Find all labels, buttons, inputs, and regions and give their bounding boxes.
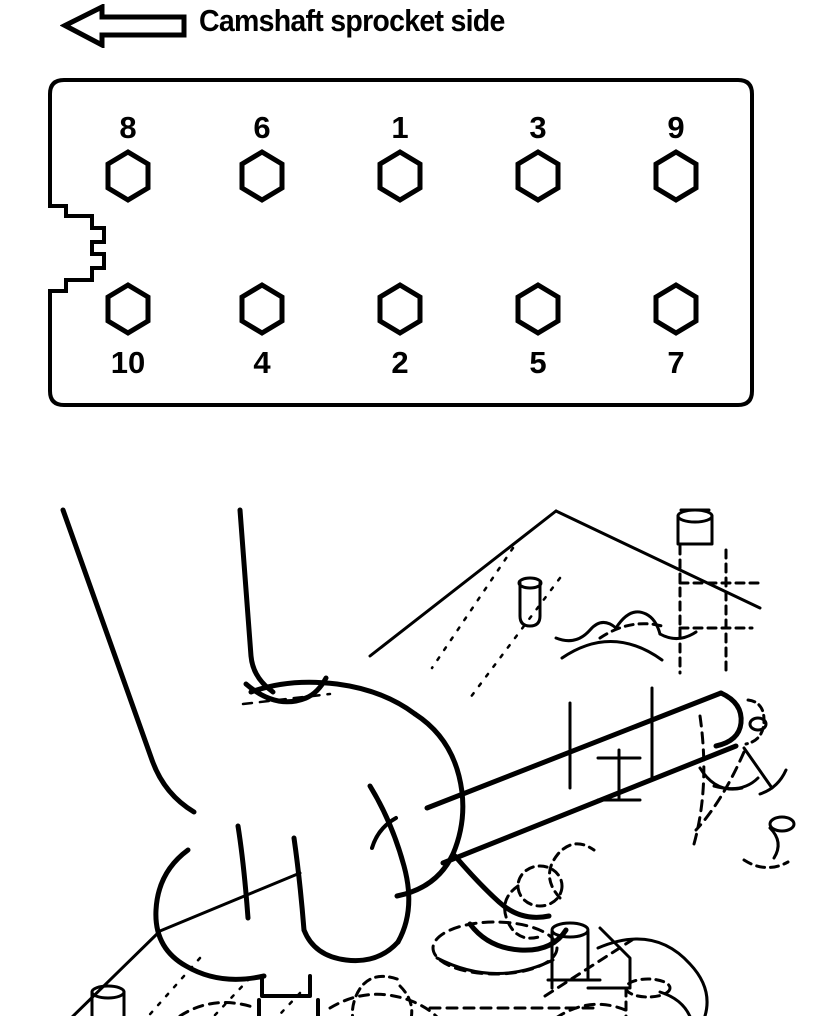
cylinder-bore-rear <box>560 640 664 802</box>
bolt-position-10: 10 <box>105 282 151 380</box>
bolt-number-label: 9 <box>667 110 684 145</box>
cylinder-head-outline <box>48 78 754 407</box>
torque-wrench-handle <box>424 690 744 866</box>
lower-mid-detail <box>503 842 596 940</box>
hexagon-icon <box>515 282 561 336</box>
bolt-number-label: 1 <box>391 110 408 145</box>
hexagon-icon <box>377 282 423 336</box>
bottom-edge-lines <box>428 1006 602 1010</box>
bottom-right-boss <box>624 977 672 1016</box>
camshaft-bearing-caps <box>517 576 698 643</box>
hexagon-icon <box>653 282 699 336</box>
hand-knuckle-crease <box>241 692 332 706</box>
bolt-position-3: 3 <box>515 110 561 203</box>
direction-callout: Camshaft sprocket side <box>0 0 832 60</box>
rear-boss-top <box>676 508 714 546</box>
hexagon-icon <box>239 149 285 203</box>
wrench-handle-end-detail <box>744 698 768 746</box>
wrench-head <box>370 816 398 850</box>
deck-passage-outlines <box>178 992 632 1016</box>
direction-label: Camshaft sprocket side <box>199 3 505 38</box>
rear-casting-detail <box>598 544 762 675</box>
bolt-number-label: 4 <box>253 345 271 380</box>
bolt-position-7: 7 <box>653 282 699 380</box>
hand-back <box>243 675 466 899</box>
bolt-boss-left <box>90 984 126 1016</box>
bolt-position-8: 8 <box>105 110 151 203</box>
bolt-number-label: 2 <box>391 345 408 380</box>
lower-right-bosses <box>546 921 632 990</box>
hexagon-icon <box>653 149 699 203</box>
bolt-row-upper: 8 6 1 3 9 <box>105 110 699 203</box>
bolt-number-label: 5 <box>529 345 546 380</box>
bolt-position-9: 9 <box>653 110 699 203</box>
bolt-number-label: 10 <box>111 345 145 380</box>
hexagon-icon <box>105 282 151 336</box>
bolt-position-2: 2 <box>377 282 423 380</box>
hexagon-icon <box>105 149 151 203</box>
bolt-position-4: 4 <box>239 282 285 380</box>
bolt-position-5: 5 <box>515 282 561 380</box>
bolt-number-label: 6 <box>253 110 270 145</box>
bolt-position-1: 1 <box>377 110 423 203</box>
bolt-number-label: 3 <box>529 110 546 145</box>
hexagon-icon <box>515 149 561 203</box>
cylinder-head-sequence-chart: 8 6 1 3 9 10 <box>0 56 832 436</box>
right-edge-detail <box>742 815 796 869</box>
forearm <box>60 507 276 815</box>
bottom-right-port <box>543 937 709 1016</box>
arrow-left-icon <box>60 4 187 48</box>
bolt-number-label: 7 <box>667 345 684 380</box>
bolt-number-label: 8 <box>119 110 136 145</box>
bolt-position-6: 6 <box>239 110 285 203</box>
right-casting-hidden-lines <box>692 714 746 846</box>
deck-surface-hatching <box>146 546 562 1016</box>
hexagon-icon <box>239 282 285 336</box>
bolt-row-lower: 10 4 2 5 7 <box>105 282 699 380</box>
torque-wrench-illustration <box>0 488 832 1016</box>
socket-extension <box>257 974 320 1016</box>
hexagon-icon <box>377 149 423 203</box>
mid-left-casting <box>351 975 414 1016</box>
cylinder-bore-mid <box>431 920 559 976</box>
fingers <box>153 783 569 982</box>
